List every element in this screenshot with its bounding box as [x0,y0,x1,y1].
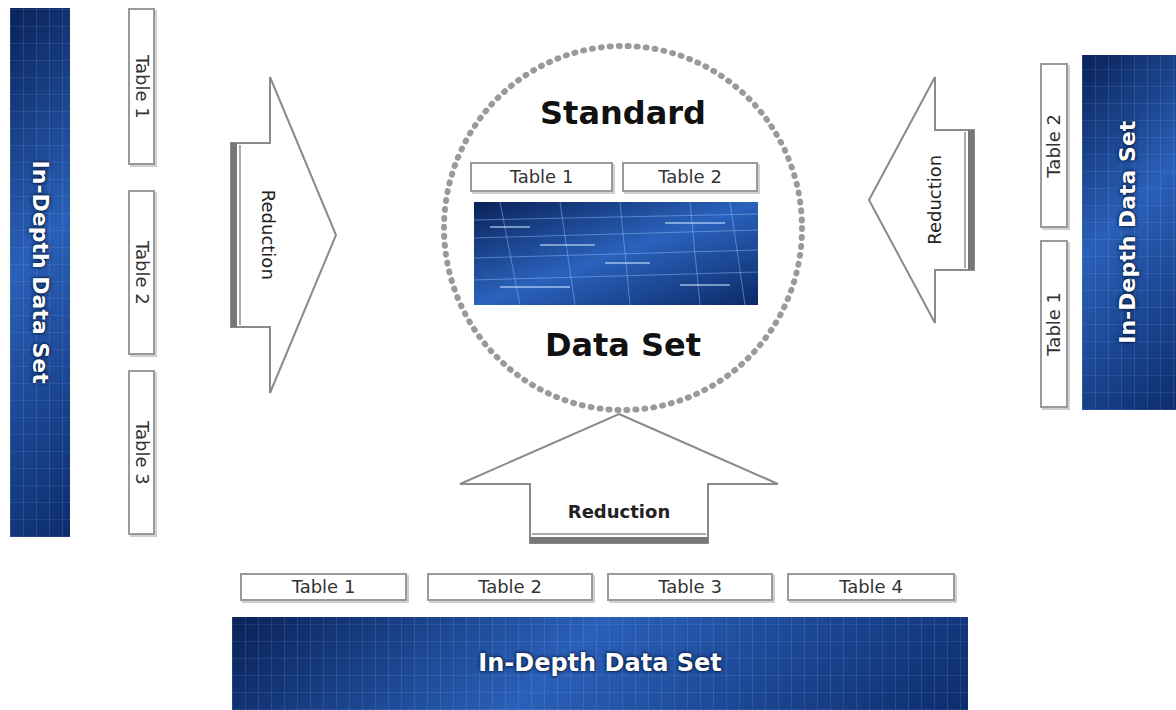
data-set-panel: In-Depth Data Set [10,8,70,537]
table-box: Table 4 [787,573,955,601]
block-arrow [868,75,975,325]
reduction-arrow: Reduction [868,75,975,325]
table-label: Table 1 [1043,292,1065,356]
table-box: Table 1 [240,573,407,601]
table-box: Table 3 [128,370,155,535]
block-arrow [230,75,338,395]
table-box: Table 2 [622,162,758,192]
circle-title: Data Set [545,326,701,364]
reduction-arrow: Reduction [458,412,780,545]
table-label: Table 2 [478,576,542,598]
table-label: Table 2 [131,241,153,305]
arrow-label: Reduction [257,190,279,280]
table-label: Table 3 [131,421,153,485]
table-label: Table 2 [1043,114,1065,178]
table-box: Table 1 [128,8,155,165]
table-box: Table 3 [607,573,773,601]
table-label: Table 1 [292,576,356,598]
table-label: Table 4 [839,576,903,598]
panel-title: In-Depth Data Set [1116,121,1142,344]
data-set-panel: In-Depth Data Set [1082,55,1176,410]
data-set-panel: In-Depth Data Set [232,617,968,710]
table-label: Table 3 [658,576,722,598]
arrow-label: Reduction [924,155,946,245]
panel-title: In-Depth Data Set [27,161,53,384]
table-label: Table 2 [658,166,722,188]
reduction-arrow: Reduction [230,75,338,395]
standard-circle: StandardData Set Table 1 Table 2 [440,42,806,414]
table-label: Table 1 [131,55,153,119]
table-box: Table 2 [1040,63,1068,228]
table-box: Table 2 [128,190,155,355]
table-box: Table 1 [470,162,613,192]
arrow-label: Reduction [568,501,670,523]
table-box: Table 2 [427,573,593,601]
circle-title: Standard [540,94,706,132]
block-arrow [458,412,780,545]
table-box: Table 1 [1040,240,1068,408]
panel-title: In-Depth Data Set [478,649,721,678]
table-label: Table 1 [510,166,574,188]
